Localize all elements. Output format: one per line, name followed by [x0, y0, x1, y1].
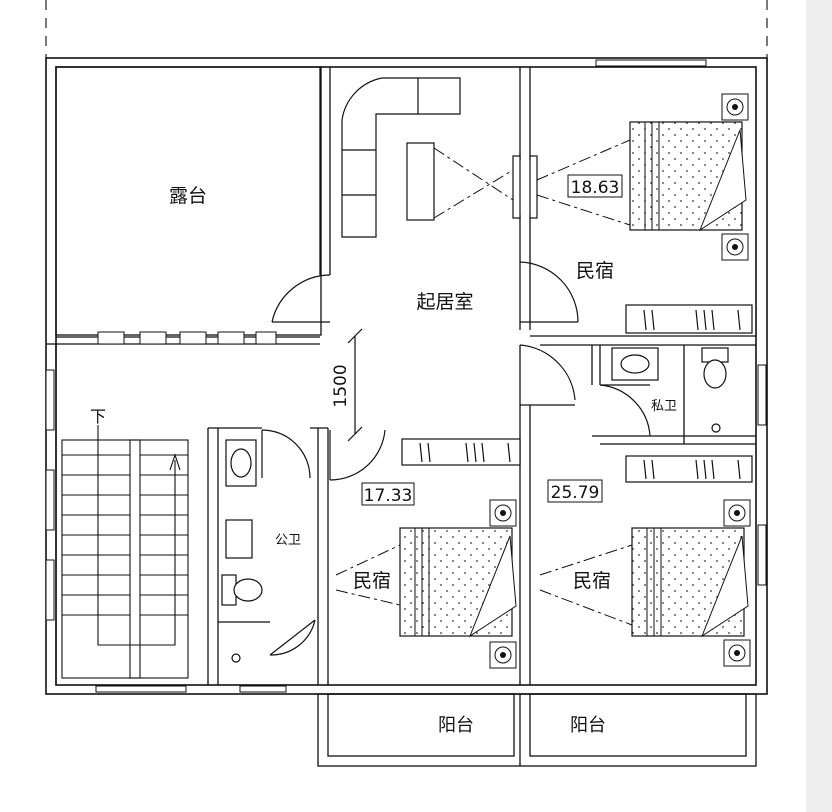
interior-walls	[46, 67, 756, 685]
public-bath-fixtures	[221, 439, 263, 663]
area-box-top-right	[567, 174, 623, 198]
floor-plan: 18.63 17.33 25.79 露台 起居室 民宿 民宿 民宿 公卫 私卫 …	[45, 0, 768, 767]
bedroom-top-label: 民宿	[576, 260, 614, 282]
area-box-mid	[361, 482, 415, 506]
side-panel	[806, 0, 832, 812]
dimension-line	[347, 328, 363, 442]
bed-mid	[399, 499, 517, 669]
dimension-label: 1500	[331, 364, 351, 407]
bed-bottom-right	[631, 499, 751, 667]
windows	[45, 59, 767, 693]
wardrobes	[401, 304, 753, 483]
dashed-guides	[45, 0, 768, 62]
staircase	[61, 425, 189, 679]
tv-cabinet	[512, 155, 538, 219]
area-top-right: 18.63	[571, 178, 620, 198]
bedroom-mid-label: 民宿	[353, 570, 391, 592]
bed-top-right	[629, 93, 749, 261]
sofa	[341, 77, 461, 238]
area-bottom-right: 25.79	[551, 483, 600, 503]
view-lines	[335, 139, 633, 626]
balcony-right-label: 阳台	[570, 715, 606, 736]
terrace-label: 露台	[169, 185, 207, 207]
stair-down-label: 下	[90, 407, 106, 426]
private-bath-fixtures	[611, 347, 729, 433]
public-bath-label: 公卫	[275, 533, 301, 548]
living-room-label: 起居室	[416, 291, 473, 313]
terrace-railing	[97, 331, 277, 345]
private-bath-label: 私卫	[651, 399, 677, 414]
wardrobe-hangers	[419, 309, 741, 480]
door-swings	[261, 261, 651, 656]
coffee-table	[406, 142, 435, 221]
balconies	[317, 693, 757, 767]
balcony-left-label: 阳台	[438, 715, 474, 736]
area-box-bottom-right	[547, 479, 603, 503]
area-mid: 17.33	[364, 486, 413, 506]
bedroom-right-label: 民宿	[573, 570, 611, 592]
